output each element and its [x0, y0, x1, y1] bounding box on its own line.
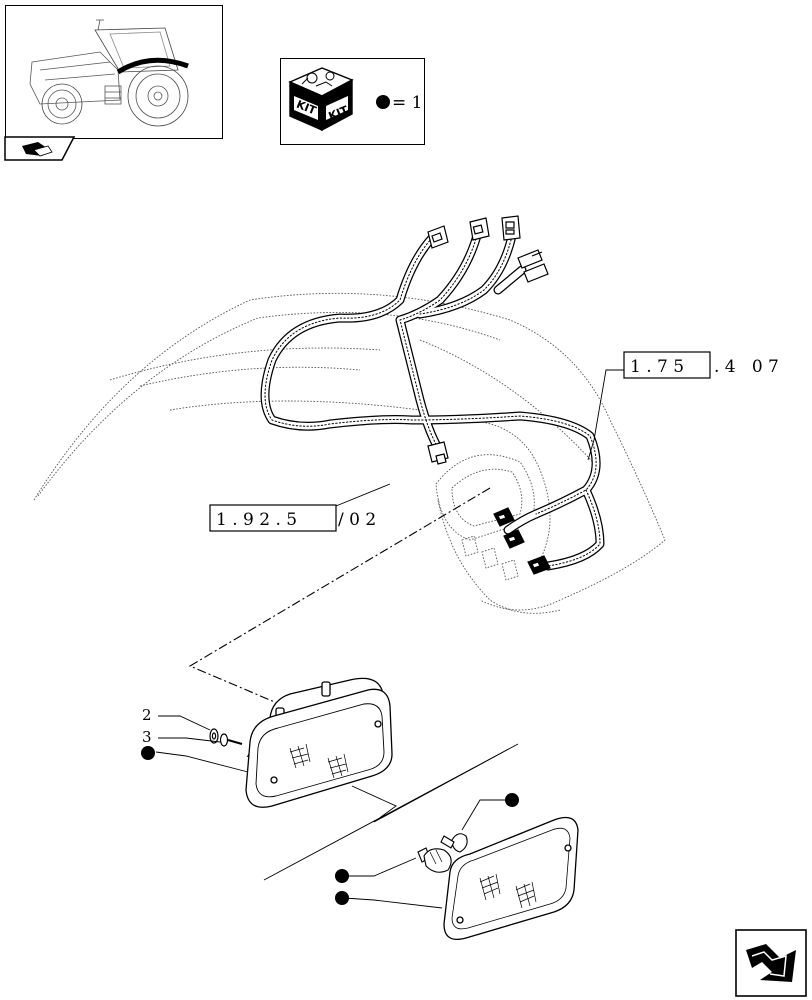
- connector-6: [493, 507, 515, 527]
- reference-2-boxed: 1 . 9 2 . 5: [216, 510, 297, 530]
- lens-hatch-detached: [479, 873, 537, 909]
- reference-1-boxed: 1 . 7 5: [630, 357, 684, 377]
- large-bulb: [417, 847, 452, 873]
- kit-box-icon: KIT KIT: [288, 67, 354, 132]
- lens-hatch: [289, 743, 349, 779]
- connector-3: [501, 215, 521, 241]
- wiring-harness: [260, 227, 605, 571]
- fender-outline: [33, 292, 666, 614]
- reference-2-leader: [335, 483, 391, 507]
- rear-lamp-housing: [245, 677, 393, 808]
- kit-dot-icon: [376, 95, 390, 109]
- tractor-thumbnail-icon: [29, 19, 189, 127]
- callout-leaders: [155, 715, 506, 909]
- connector-2: [469, 217, 490, 241]
- kit-quantity-text: = 1: [392, 93, 422, 113]
- nut-part-3: [219, 733, 243, 747]
- kit-dot-icon-bulb: [335, 869, 349, 883]
- section-tab-icon: [4, 136, 76, 161]
- reference-box-2: [209, 504, 337, 532]
- reference-box-1: [623, 351, 711, 379]
- reference-1-rest: . 4 0 7: [714, 357, 779, 377]
- reference-2-rest: / 0 2: [338, 510, 376, 530]
- washer-part-2: [209, 728, 219, 744]
- lamp-lens: [443, 816, 579, 941]
- connector-7: [503, 529, 525, 549]
- kit-dot-icon-housing: [141, 746, 155, 760]
- kit-dot-icon-lens: [335, 891, 349, 905]
- callout-number-2: 2: [142, 706, 152, 724]
- next-page-arrow-icon[interactable]: [735, 929, 807, 997]
- reference-1-leader: [587, 369, 624, 461]
- connector-4: [517, 249, 549, 283]
- tractor-thumbnail-frame: [5, 5, 223, 139]
- kit-dot-icon-small-bulb: [505, 793, 519, 807]
- connector-8: [527, 555, 551, 575]
- connector-5: [427, 441, 449, 465]
- callout-number-3: 3: [142, 728, 152, 746]
- assembly-center-line: [188, 487, 491, 707]
- kit-callout-dots: [141, 746, 519, 905]
- small-bulb: [440, 833, 468, 853]
- detail-break-line: [263, 743, 519, 881]
- harness-connectors: [427, 215, 551, 575]
- connector-1: [427, 225, 449, 249]
